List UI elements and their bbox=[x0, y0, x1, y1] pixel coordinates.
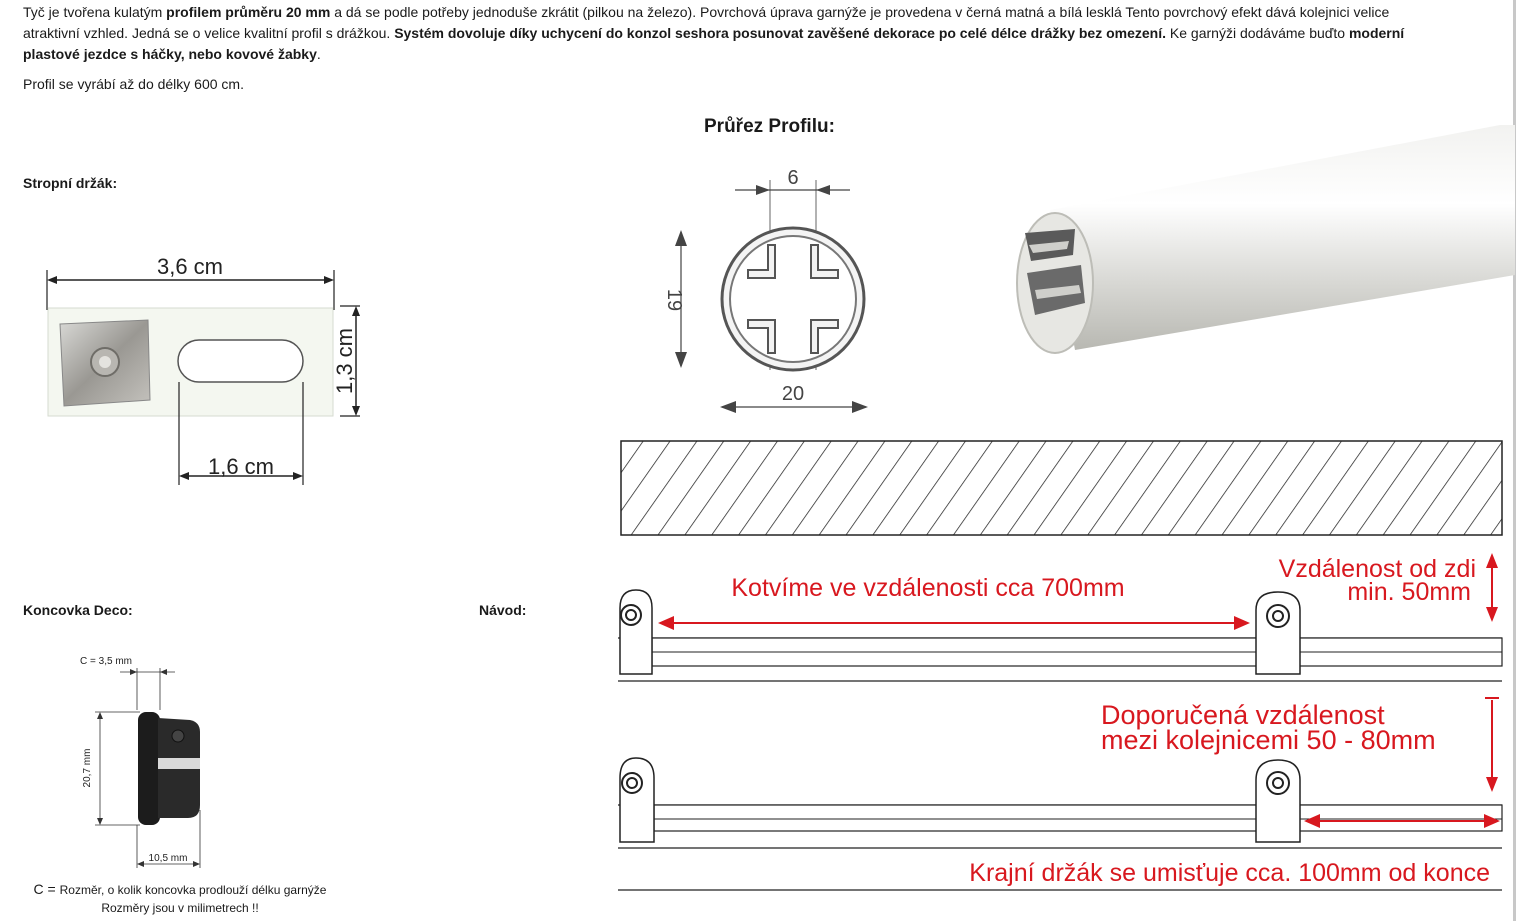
rail-bottom bbox=[653, 804, 1503, 832]
installation-guide-drawing: Kotvíme ve vzdálenosti cca 700mm Vzdálen… bbox=[618, 440, 1503, 891]
end-cap-drawing: C = 3,5 mm 20,7 mm 10,5 mm bbox=[80, 656, 201, 868]
intro-text-1: Tyč je tvořena kulatým bbox=[23, 4, 167, 20]
ceiling-hatch bbox=[621, 441, 1502, 535]
cross-section-drawing: 6 19 20 bbox=[663, 167, 868, 413]
holder-height-dim: 1,3 cm bbox=[332, 328, 357, 394]
rail-spacing-text-2: mezi kolejnicemi 50 - 80mm bbox=[1101, 725, 1436, 755]
groove-width-dim: 6 bbox=[787, 167, 798, 189]
anchor-distance-text: Kotvíme ve vzdálenosti cca 700mm bbox=[731, 574, 1124, 602]
ceiling-holder-drawing: 3,6 cm 1,3 cm 1,6 cm bbox=[46, 254, 360, 485]
end-cap-label: Koncovka Deco: bbox=[23, 602, 133, 618]
intro-text-2: a dá se podle potřeby jednoduše zkrátit … bbox=[23, 4, 1390, 41]
profile-height-dim: 19 bbox=[663, 289, 685, 311]
intro-bold-2: Systém dovoluje díky uchycení do konzol … bbox=[394, 25, 1167, 41]
intro-text-4: . bbox=[316, 46, 321, 62]
profile-diameter-dim: 20 bbox=[782, 383, 804, 405]
endcap-note-prefix: C = bbox=[33, 881, 60, 897]
ceiling-holder-label: Stropní držák: bbox=[23, 175, 118, 191]
wall-distance-text-1: Vzdálenost od zdi bbox=[1279, 555, 1476, 583]
endcap-note-line2: Rozměry jsou v milimetrech !! bbox=[101, 901, 259, 915]
holder-width-dim: 3,6 cm bbox=[157, 254, 223, 279]
holder-left-top bbox=[619, 589, 653, 675]
endcap-depth-dim: 10,5 mm bbox=[149, 853, 188, 864]
intro-paragraph: Tyč je tvořena kulatým profilem průměru … bbox=[23, 2, 1423, 65]
endcap-c-dim: C = 3,5 mm bbox=[80, 656, 132, 667]
edge-distance-text: Krajní držák se umisťuje cca. 100mm od k… bbox=[969, 859, 1490, 887]
endcap-note-line1: Rozměr, o kolik koncovka prodlouží délku… bbox=[59, 883, 327, 897]
rail-spacing-text-1: Doporučená vzdálenost bbox=[1101, 700, 1385, 730]
profile-length-text: Profil se vyrábí až do délky 600 cm. bbox=[23, 76, 244, 92]
endcap-height-dim: 20,7 mm bbox=[82, 749, 93, 788]
wall-distance-text-2: min. 50mm bbox=[1347, 578, 1471, 606]
intro-bold-1: profilem průměru 20 mm bbox=[166, 4, 331, 20]
holder-left-bottom bbox=[619, 757, 655, 843]
intro-bold-3: moderní plastové jezdce s háčky, nebo ko… bbox=[23, 25, 1405, 62]
intro-text-3: Ke garnýži dodáváme buďto bbox=[1166, 25, 1349, 41]
holder-slot-dim: 1,6 cm bbox=[208, 454, 274, 479]
endcap-note: C = Rozměr, o kolik koncovka prodlouží d… bbox=[15, 880, 345, 917]
scrollbar[interactable] bbox=[1513, 0, 1516, 921]
rail-illustration bbox=[1016, 125, 1515, 354]
cross-section-heading: Průřez Profilu: bbox=[704, 116, 835, 137]
guide-label: Návod: bbox=[479, 602, 527, 618]
